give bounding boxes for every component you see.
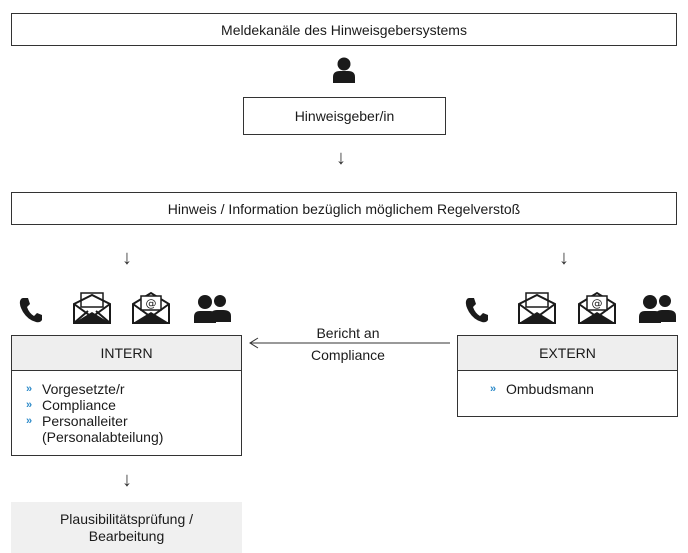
email-icon: @: [578, 291, 616, 324]
result-box: Plausibilitätsprüfung / Bearbeitung: [11, 502, 242, 553]
bullet-icon: »: [26, 399, 33, 411]
intern-panel: INTERN »Vorgesetzte/r »Compliance »Perso…: [11, 335, 242, 456]
arrow-down-intern: ↓: [122, 247, 132, 269]
extern-header: EXTERN: [458, 336, 677, 371]
arrow-down-extern: ↓: [559, 247, 569, 269]
envelope-icon: [518, 292, 556, 324]
result-line2: Bearbeitung: [88, 527, 165, 544]
extern-title: EXTERN: [539, 345, 596, 361]
list-item: »Ombudsmann: [490, 381, 594, 397]
intern-title: INTERN: [100, 345, 153, 361]
info-label: Hinweis / Information bezüglich mögliche…: [167, 200, 521, 217]
whistleblower-label: Hinweisgeber/in: [294, 108, 395, 124]
report-note-line2: Compliance: [311, 347, 385, 363]
extern-panel: EXTERN »Ombudsmann: [457, 335, 678, 417]
report-note-line1: Bericht an: [313, 325, 383, 341]
people-icon: [194, 295, 231, 323]
svg-text:@: @: [146, 297, 157, 310]
email-icon: @: [132, 291, 170, 324]
intern-list: »Vorgesetzte/r »Compliance »Personalleit…: [12, 381, 241, 445]
result-line1: Plausibilitätsprüfung /: [59, 510, 194, 527]
person-icon: [333, 57, 355, 83]
title-box: Meldekanäle des Hinweisgebersystems: [11, 13, 677, 46]
bullet-icon: »: [26, 415, 33, 427]
page-title: Meldekanäle des Hinweisgebersystems: [221, 21, 467, 38]
extern-list: »Ombudsmann: [458, 381, 677, 397]
whistleblower-box: Hinweisgeber/in: [243, 97, 446, 135]
report-note: Bericht an Compliance: [278, 325, 418, 363]
arrow-down-result: ↓: [122, 469, 132, 491]
list-item: »Compliance: [26, 397, 116, 413]
envelope-icon: [73, 292, 111, 324]
bullet-icon: »: [490, 383, 497, 395]
list-item: »Personalleiter(Personalabteilung): [26, 413, 164, 445]
phone-icon: [465, 298, 488, 323]
people-icon: [639, 295, 676, 323]
arrow-down-1: ↓: [336, 147, 346, 169]
intern-header: INTERN: [12, 336, 241, 371]
bullet-icon: »: [26, 383, 33, 395]
phone-icon: [19, 298, 42, 323]
svg-text:@: @: [592, 297, 603, 310]
info-box: Hinweis / Information bezüglich mögliche…: [11, 192, 677, 225]
list-item: »Vorgesetzte/r: [26, 381, 125, 397]
report-arrow: [249, 337, 450, 349]
